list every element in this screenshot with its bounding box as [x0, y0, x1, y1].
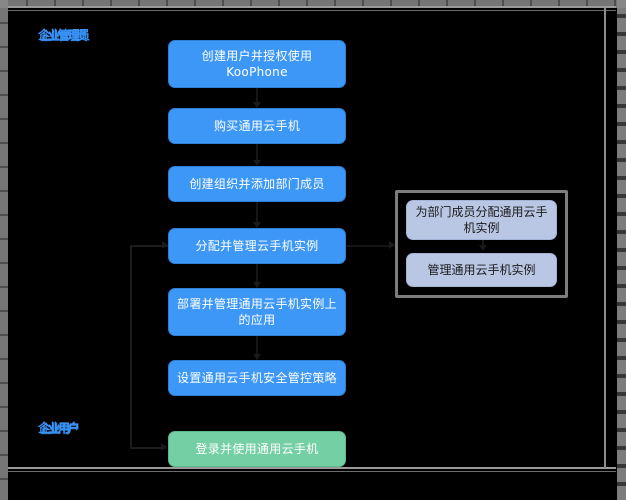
- feedback-rail-top: [130, 245, 168, 247]
- arrowhead-n1-n2: [253, 102, 261, 108]
- arrowhead-n4-n5: [253, 282, 261, 288]
- subnode-manage-instance[interactable]: 管理通用云手机实例: [406, 253, 557, 287]
- connector-s1-s2: [482, 240, 484, 247]
- connector-n1-n2: [256, 88, 258, 102]
- arrowhead-n4-subpanel: [389, 241, 395, 249]
- ruler-top: [0, 0, 626, 8]
- node-n1-line2: KooPhone: [226, 65, 288, 79]
- subnode-s1-label: 为部门成员分配通用云手机实例: [415, 205, 548, 235]
- section-label-user: 企业用户 企业用户: [38, 421, 80, 436]
- node-n2-label: 购买通用云手机: [213, 119, 301, 133]
- node-assign-manage-instances[interactable]: 分配并管理云手机实例: [168, 228, 346, 264]
- node-n1-line1: 创建用户并授权使用: [201, 49, 313, 63]
- node-n5-label: 部署并管理通用云手机实例上的应用: [177, 297, 337, 327]
- section-label-admin-text: 企业管理员: [38, 28, 90, 42]
- node-create-user-authorize[interactable]: 创建用户并授权使用 KooPhone: [168, 40, 346, 88]
- connector-n2-n3: [256, 144, 258, 160]
- frame-border-top: [8, 6, 616, 8]
- subnode-s2-label: 管理通用云手机实例: [427, 263, 536, 277]
- frame-border-top-2: [8, 10, 616, 11]
- node-n1-label: 创建用户并授权使用 KooPhone: [202, 48, 313, 80]
- frame-border-right: [604, 8, 606, 468]
- feedback-rail-bottom: [130, 447, 166, 449]
- node-n4-label: 分配并管理云手机实例: [195, 239, 319, 253]
- feedback-rail-vertical: [130, 245, 132, 449]
- frame-border-bottom: [8, 467, 616, 469]
- ruler-right: [617, 0, 626, 500]
- ruler-left: [0, 0, 8, 500]
- node-n6-label: 设置通用云手机安全管控策略: [177, 371, 337, 385]
- connector-n5-n6: [256, 336, 258, 354]
- arrowhead-n5-n6: [253, 354, 261, 360]
- connector-n4-subpanel: [346, 245, 390, 247]
- node-create-org-add-members[interactable]: 创建组织并添加部门成员: [168, 166, 346, 202]
- arrowhead-n2-n3: [253, 160, 261, 166]
- connector-n4-n5: [256, 264, 258, 282]
- subpanel-instance-management: 为部门成员分配通用云手机实例 管理通用云手机实例: [395, 190, 568, 298]
- arrowhead-s1-s2: [479, 245, 487, 251]
- arrowhead-feedback-to-n4: [162, 241, 168, 249]
- arrowhead-n3-n4: [253, 222, 261, 228]
- node-n7-label: 登录并使用通用云手机: [195, 442, 319, 456]
- node-login-use-cloud-phone[interactable]: 登录并使用通用云手机: [168, 431, 346, 467]
- arrowhead-feedback-to-n7: [161, 443, 167, 451]
- section-label-user-text-overlap: 企业用户: [40, 422, 79, 436]
- section-label-admin: 企业管理员 企业管理员: [38, 28, 90, 43]
- node-deploy-manage-apps[interactable]: 部署并管理通用云手机实例上的应用: [168, 288, 346, 336]
- node-n3-label: 创建组织并添加部门成员: [189, 177, 325, 191]
- connector-n3-n4: [256, 202, 258, 222]
- section-label-admin-text-overlap: 企业管理员: [40, 29, 88, 43]
- frame-border-bottom-2: [8, 471, 616, 472]
- node-purchase-cloud-phone[interactable]: 购买通用云手机: [168, 108, 346, 144]
- section-label-user-text: 企业用户: [38, 421, 80, 435]
- flowchart-canvas: 企业管理员 企业管理员 企业用户 企业用户 创建用户并授权使用: [10, 12, 604, 467]
- subnode-assign-instance-to-member[interactable]: 为部门成员分配通用云手机实例: [406, 200, 557, 240]
- node-security-policy[interactable]: 设置通用云手机安全管控策略: [168, 360, 346, 396]
